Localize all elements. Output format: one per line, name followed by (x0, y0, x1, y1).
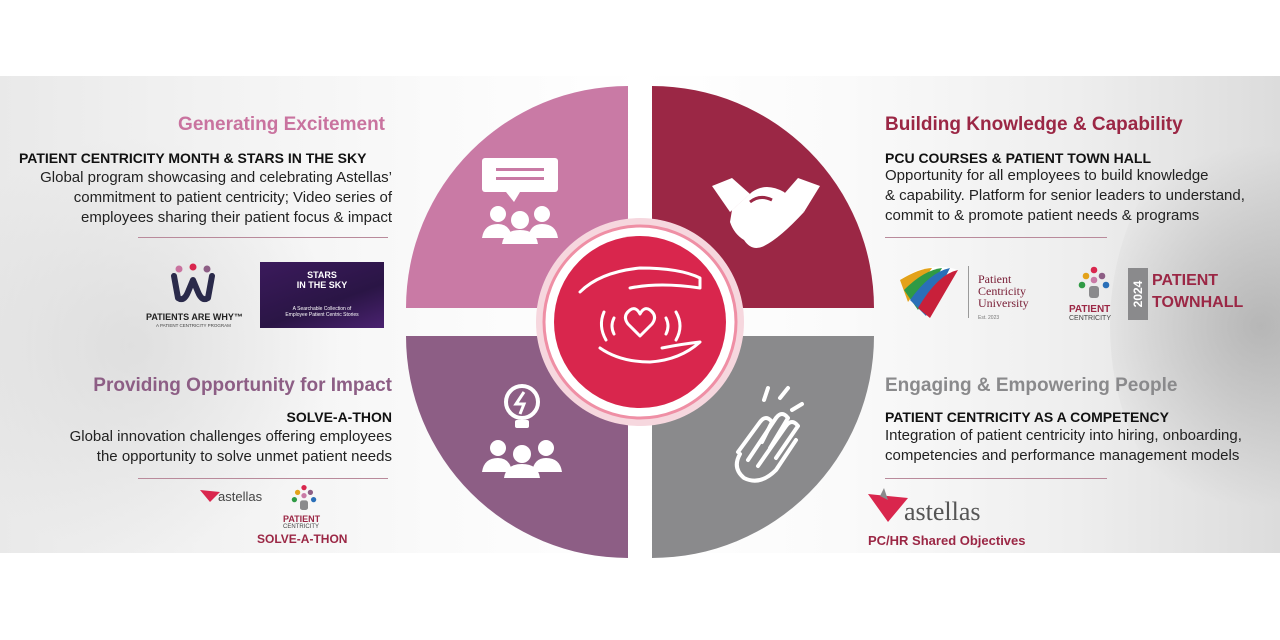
hands-heart-icon (578, 266, 702, 364)
bottom-left-divider (138, 478, 388, 479)
clapping-hands-icon (734, 386, 804, 483)
patient-centricity-university-logo: Patient Centricity University Est. 2023 (898, 262, 1048, 324)
stars-in-the-sky-logo: STARS IN THE SKY A Searchable Collection… (260, 262, 384, 328)
patients-are-why-mark-icon (171, 263, 215, 303)
top-right-line-3: commit to & promote patient needs & prog… (885, 207, 1200, 224)
top-right-line-1: Opportunity for all employees to build k… (885, 167, 1209, 184)
top-left-line-3: employees sharing their patient focus & … (81, 209, 392, 226)
townhall-pc-1: PATIENT (1069, 304, 1111, 315)
engaging-empowering-title: Engaging & Empowering People (885, 375, 1178, 396)
patient-centricity-small-logo: PATIENT CENTRICITY (282, 484, 326, 530)
top-left-line-2: commitment to patient centricity; Video … (73, 189, 392, 206)
center-disc (554, 236, 726, 408)
patients-are-why-name: PATIENTS ARE WHY™ (146, 312, 243, 322)
patients-are-why-tag: A PATIENT CENTRICITY PROGRAM (156, 323, 231, 328)
stars-sub-1: A Searchable Collection of (292, 306, 352, 312)
top-right-divider (885, 237, 1107, 238)
top-left-subtitle: PATIENT CENTRICITY MONTH & STARS IN THE … (19, 150, 367, 166)
astellas-large-star-icon (868, 488, 908, 522)
stars-sub-2: Employee Patient Centric Stories (285, 312, 359, 318)
astellas-logo-large: astellas (868, 488, 1018, 528)
pc-hr-caption: PC/HR Shared Objectives (868, 533, 1026, 548)
townhall-year: 2024 (1131, 280, 1145, 308)
top-left-line-1: Global program showcasing and celebratin… (40, 169, 392, 186)
handshake-icon (712, 178, 820, 248)
bottom-right-line-2: competencies and performance management … (885, 447, 1240, 464)
bottom-right-subtitle: PATIENT CENTRICITY AS A COMPETENCY (885, 409, 1169, 425)
bottom-left-subtitle: SOLVE-A-THON (286, 409, 392, 425)
astellas-large-text: astellas (904, 497, 981, 526)
patient-centricity-dots-icon (1078, 266, 1110, 298)
pcu-divider (968, 266, 969, 318)
pcu-est: Est. 2023 (978, 315, 1000, 321)
building-knowledge-title: Building Knowledge & Capability (885, 114, 1183, 135)
background-band (0, 76, 1280, 553)
chat-people-icon (482, 158, 558, 244)
bottom-right-description: Integration of patient centricity into h… (885, 426, 1270, 466)
pcu-line-3: University (978, 296, 1029, 310)
bottom-right-line-1: Integration of patient centricity into h… (885, 427, 1242, 444)
pcu-shield-icon (900, 266, 958, 318)
townhall-year-badge (1128, 268, 1148, 320)
generating-excitement-title: Generating Excitement (178, 114, 385, 135)
pcu-line-1: Patient (978, 272, 1012, 286)
lightbulb-people-icon (482, 384, 562, 478)
patient-centricity-small-dots-icon (291, 484, 317, 510)
bottom-left-line-1: Global innovation challenges offering em… (69, 428, 392, 445)
top-right-subtitle: PCU COURSES & PATIENT TOWN HALL (885, 150, 1151, 166)
stars-line-1: STARS (307, 270, 337, 280)
bottom-right-divider (885, 478, 1107, 479)
stars-line-2: IN THE SKY (296, 280, 348, 290)
patient-townhall-logo: PATIENT CENTRICITY 2024 PATIENT TOWNHALL (1066, 266, 1243, 324)
townhall-pc-2: CENTRICITY (1069, 315, 1111, 322)
top-right-description: Opportunity for all employees to build k… (885, 166, 1270, 226)
quadrant-diagram (406, 86, 874, 558)
top-right-line-2: & capability. Platform for senior leader… (885, 187, 1245, 204)
patients-are-why-logo: PATIENTS ARE WHY™ A PATIENT CENTRICITY P… (138, 262, 248, 332)
bottom-left-line-2: the opportunity to solve unmet patient n… (96, 448, 392, 465)
pcu-line-2: Centricity (978, 284, 1026, 298)
townhall-line-1: PATIENT (1152, 272, 1219, 289)
pc-small-line-1: PATIENT (283, 514, 321, 524)
astellas-star-icon (200, 490, 220, 502)
solve-a-thon-caption: SOLVE-A-THON (257, 532, 348, 546)
providing-opportunity-title: Providing Opportunity for Impact (93, 375, 392, 396)
top-left-description: Global program showcasing and celebratin… (10, 168, 392, 228)
astellas-small-text: astellas (218, 489, 263, 504)
pc-small-line-2: CENTRICITY (283, 524, 319, 530)
bottom-left-description: Global innovation challenges offering em… (10, 427, 392, 467)
astellas-logo-small: astellas (200, 484, 280, 508)
background-photo-left (0, 136, 340, 553)
top-left-divider (138, 237, 388, 238)
townhall-line-2: TOWNHALL (1152, 294, 1244, 311)
